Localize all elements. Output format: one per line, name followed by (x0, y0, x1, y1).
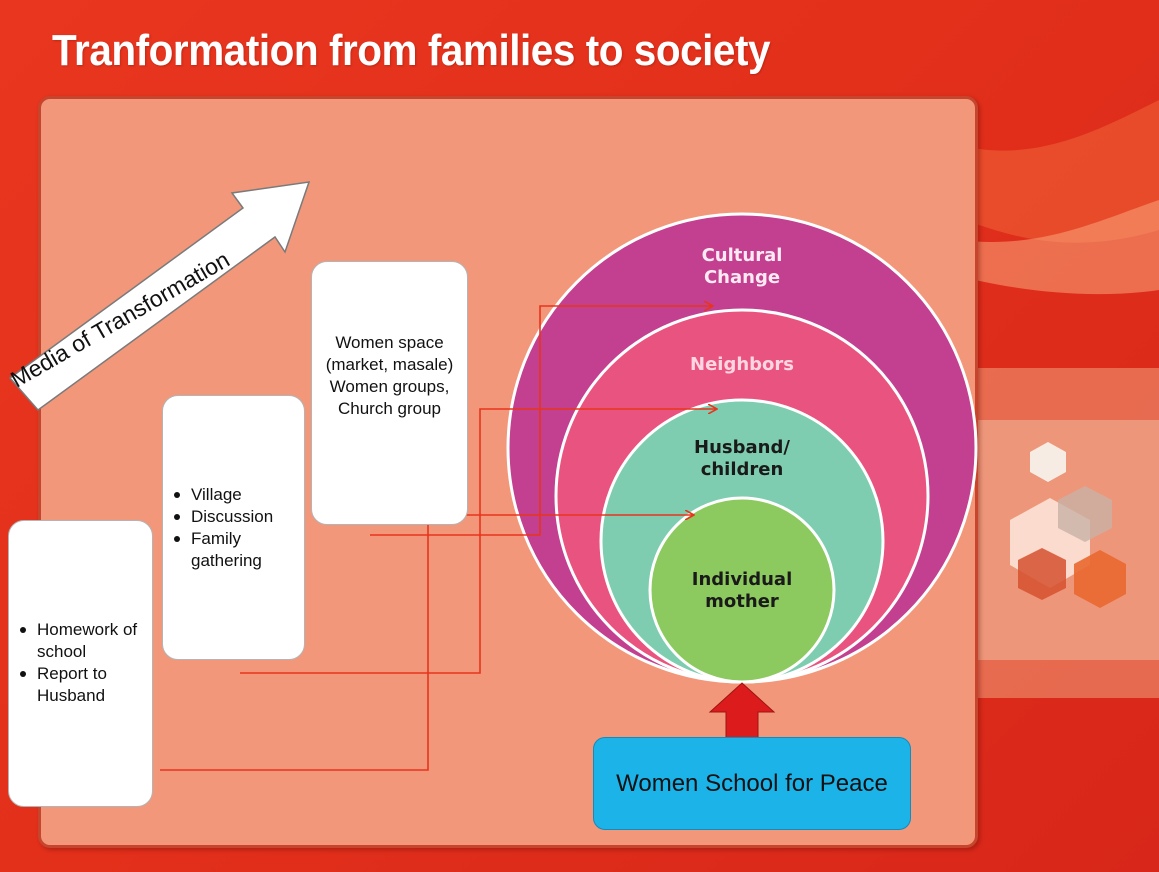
hexagon-icon (1030, 442, 1066, 482)
women-school-for-peace: Women School for Peace (593, 737, 911, 830)
label-husband-children: Husband/ children (694, 437, 790, 480)
box-village: Village Discussion Family gathering (162, 395, 305, 660)
list-item: Report to Husband (17, 663, 152, 707)
label-individual-mother: Individual mother (691, 569, 793, 612)
media-arrow (8, 181, 311, 412)
label-cultural-change: Cultural Change (701, 245, 783, 288)
list-item: Homework of school (17, 619, 152, 663)
box-line: (market, masale) (325, 355, 454, 374)
list-item: Family gathering (171, 528, 304, 572)
label-neighbors: Neighbors (690, 354, 794, 375)
box-line: Women groups, (329, 377, 450, 396)
page-title: Tranformation from families to society (52, 26, 771, 75)
circle-individual-mother (648, 496, 836, 684)
list-item: Village (171, 484, 304, 506)
connector-village (240, 409, 716, 674)
box-homework-report: Homework of school Report to Husband (8, 520, 153, 807)
list-item: Discussion (171, 506, 304, 528)
box-line: Women space (335, 333, 444, 352)
up-arrow-icon (708, 682, 776, 743)
connector-women-space (370, 306, 712, 536)
connector-school-home (160, 515, 693, 771)
box-women-space: Women space (market, masale) Women group… (311, 261, 468, 525)
box-line: Church group (337, 399, 441, 418)
